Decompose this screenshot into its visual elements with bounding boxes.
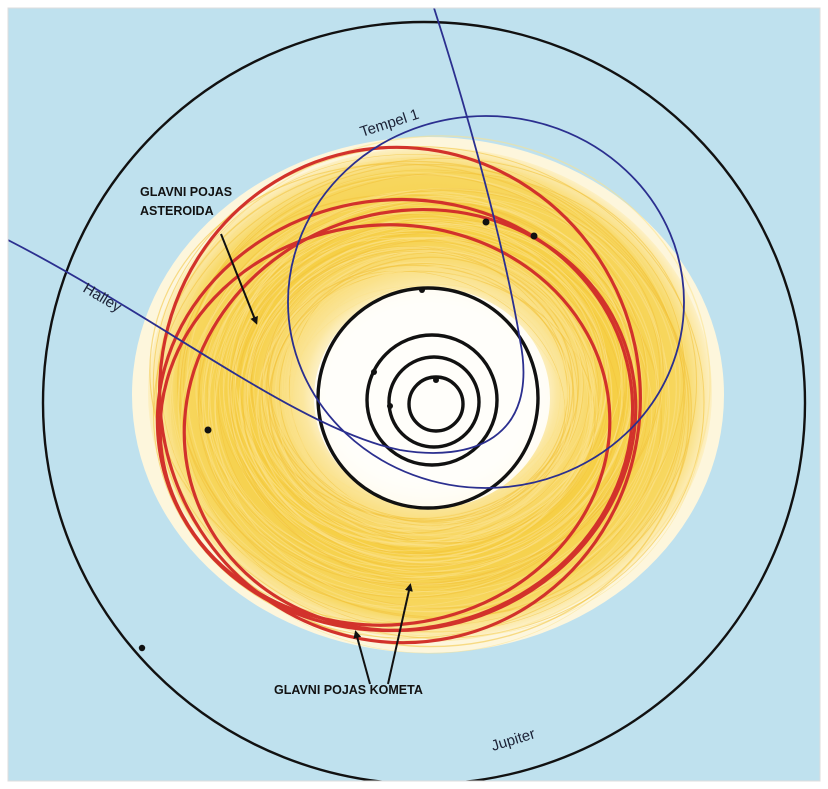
asteroid-belt-stroke [184,188,669,621]
frame-border [7,7,821,782]
asteroid-belt-stroke [246,237,595,532]
asteroid-belt-stroke [229,222,609,552]
asteroid-belt-stroke [203,220,623,569]
asteroid-belt-stroke [275,268,592,537]
asteroid-belt-stroke [268,250,578,526]
asteroid-belt-stroke [250,240,620,555]
asteroid-belt-stroke [222,237,610,564]
comet-belt-label: GLAVNI POJAS KOMETA [274,683,423,697]
asteroid-belt-stroke [197,188,664,586]
asteroid-belt-stroke [186,172,660,613]
asteroid-belt-stroke [257,261,589,548]
asteroid-belt-stroke [183,163,685,620]
comet-marker [204,426,212,434]
jupiter-planet [138,644,146,652]
asteroid-belt-stroke [214,200,658,608]
venus-orbit [387,355,481,449]
asteroid-belt-stroke [286,269,574,530]
planet-marker [433,377,439,383]
earth-orbit [365,333,499,467]
asteroid-belt-label-line2: ASTEROIDA [140,204,214,218]
comet-belt-pointer-left [353,630,371,685]
asteroid-belt-stroke [268,256,574,534]
planet-marker [419,287,425,293]
asteroid-belt-stroke [207,219,653,593]
comet-orbits [155,145,642,645]
asteroid-belt-label-line1: GLAVNI POJAS [140,185,232,199]
asteroid-belt-stroke [245,216,610,557]
jupiter-orbit [41,20,807,781]
asteroid-belt-stroke [244,237,594,564]
asteroid-belt-stroke [256,250,583,544]
asteroid-belt-stroke [184,195,663,607]
comet-belt-pointer-right [387,583,413,685]
asteroid-belt-stroke [279,283,561,531]
asteroid-belt-stroke [213,198,649,585]
comet-orbit-1 [158,145,642,645]
halley-trajectory [8,8,525,454]
comet-orbit-3 [182,207,638,633]
planet-marker [387,403,393,409]
inner-clear-zone [314,288,550,508]
asteroid-belt-stroke [149,163,692,618]
comet-marker [530,232,538,240]
asteroid-belt-pointer [220,233,258,325]
asteroid-belt-stroke [234,229,608,542]
comet-marker [482,218,490,226]
asteroid-belt-stroke [239,232,590,540]
asteroid-belt-stroke [152,145,705,639]
mars-orbit [316,286,540,510]
planet-marker [371,369,377,375]
tempel-1-orbit [287,115,685,489]
